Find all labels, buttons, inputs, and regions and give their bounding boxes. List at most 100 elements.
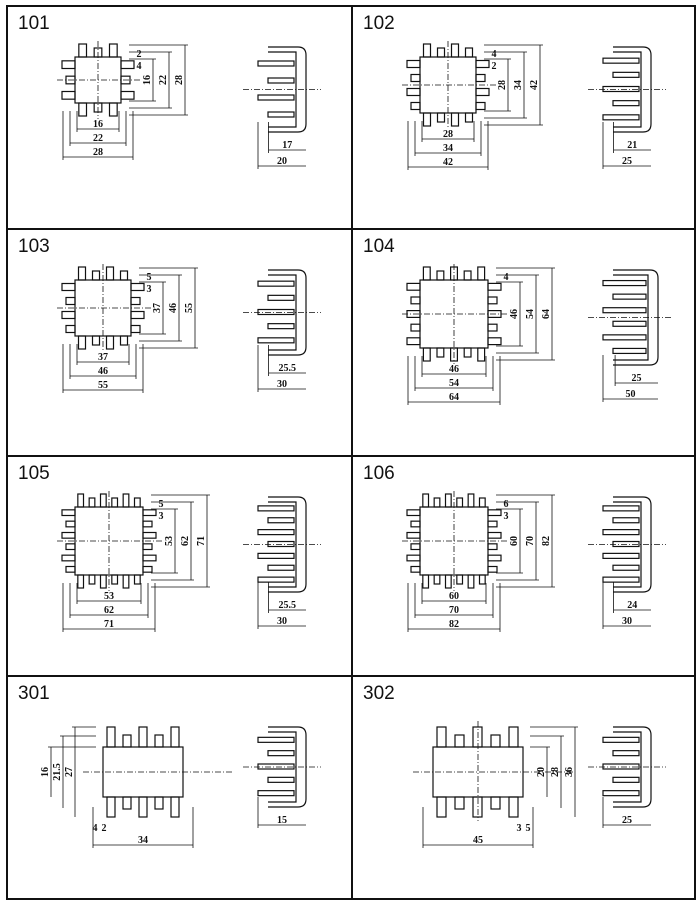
fin — [422, 43, 432, 58]
fin — [463, 347, 472, 358]
fin — [422, 493, 430, 508]
fin — [122, 574, 130, 589]
dimension-label: 82 — [541, 536, 552, 546]
fin — [410, 520, 421, 528]
side-fin — [602, 505, 640, 512]
fin — [477, 347, 486, 362]
fin — [433, 574, 441, 585]
fin — [406, 87, 421, 97]
fin — [406, 509, 421, 517]
side-fin — [602, 576, 640, 583]
fin — [99, 493, 107, 508]
fin — [472, 726, 483, 748]
side-fin — [267, 77, 295, 84]
fin — [508, 726, 519, 748]
fin — [410, 323, 421, 332]
dimension-label: 21.5 — [52, 763, 63, 781]
dimension-label: 28 — [443, 129, 453, 140]
fin — [65, 324, 76, 334]
side-fin — [267, 111, 295, 118]
side-fin — [602, 85, 640, 93]
dimension-label: 55 — [184, 303, 195, 313]
fin — [122, 493, 130, 508]
model-number: 301 — [18, 683, 50, 704]
dimension-label: 24 — [627, 600, 637, 611]
dimension-label: 60 — [509, 536, 520, 546]
model-number: 101 — [18, 13, 50, 34]
fin — [475, 59, 490, 69]
fin — [422, 266, 431, 281]
fin — [490, 796, 501, 810]
side-fin — [267, 323, 295, 330]
dimension-label: 25 — [622, 815, 632, 826]
dimension-label: 16 — [93, 119, 103, 130]
dimension-label: 25 — [632, 373, 642, 384]
side-view: 25.530 — [243, 269, 321, 392]
fin — [406, 337, 421, 346]
dimension-label: 53 — [104, 591, 114, 602]
fin — [487, 282, 502, 291]
fin — [77, 574, 85, 589]
fin — [456, 574, 464, 585]
small-dimension-label: 5 — [159, 499, 164, 510]
fin — [477, 266, 486, 281]
dimension-label: 42 — [443, 157, 453, 168]
fin — [410, 565, 421, 573]
model-number: 105 — [18, 463, 50, 484]
small-dimension-label: 3 — [147, 284, 152, 295]
fin — [130, 324, 141, 334]
small-dimension-label: 3 — [517, 823, 522, 834]
dimension-label: 37 — [98, 352, 108, 363]
fin — [475, 87, 490, 97]
side-fin — [602, 307, 647, 314]
fin — [436, 112, 446, 123]
side-fin — [602, 114, 640, 121]
dimension-label: 42 — [529, 80, 540, 90]
fin — [119, 270, 129, 281]
fin — [142, 520, 153, 528]
fin — [454, 796, 465, 810]
fin — [406, 59, 421, 69]
dimension-label: 70 — [449, 605, 459, 616]
fin — [487, 554, 502, 562]
dimension-label: 34 — [443, 143, 453, 154]
dimension-label: 28 — [550, 767, 561, 777]
fin — [154, 796, 164, 810]
fin — [487, 337, 502, 346]
fin — [410, 101, 421, 111]
dimension-label: 25 — [622, 156, 632, 167]
fin — [88, 497, 96, 508]
dimension-label: 22 — [158, 75, 169, 85]
side-fin — [257, 736, 295, 743]
fin — [105, 266, 115, 281]
fin — [467, 574, 475, 589]
fin — [422, 112, 432, 127]
fin — [61, 282, 76, 292]
fin — [106, 726, 116, 748]
dimension-label: 71 — [196, 536, 207, 546]
fin — [122, 796, 132, 810]
small-dimension-label: 3 — [159, 511, 164, 522]
dimension-label: 28 — [174, 75, 185, 85]
fin — [65, 565, 76, 573]
fin — [406, 282, 421, 291]
model-number: 103 — [18, 236, 50, 257]
side-fin — [612, 540, 640, 548]
side-fin — [612, 71, 640, 78]
side-fin — [612, 100, 640, 107]
side-fin — [257, 763, 295, 770]
fin — [436, 270, 445, 281]
fin — [142, 543, 153, 551]
fin — [61, 90, 76, 100]
small-dimension-label: 4 — [93, 823, 98, 834]
fin — [138, 726, 148, 748]
